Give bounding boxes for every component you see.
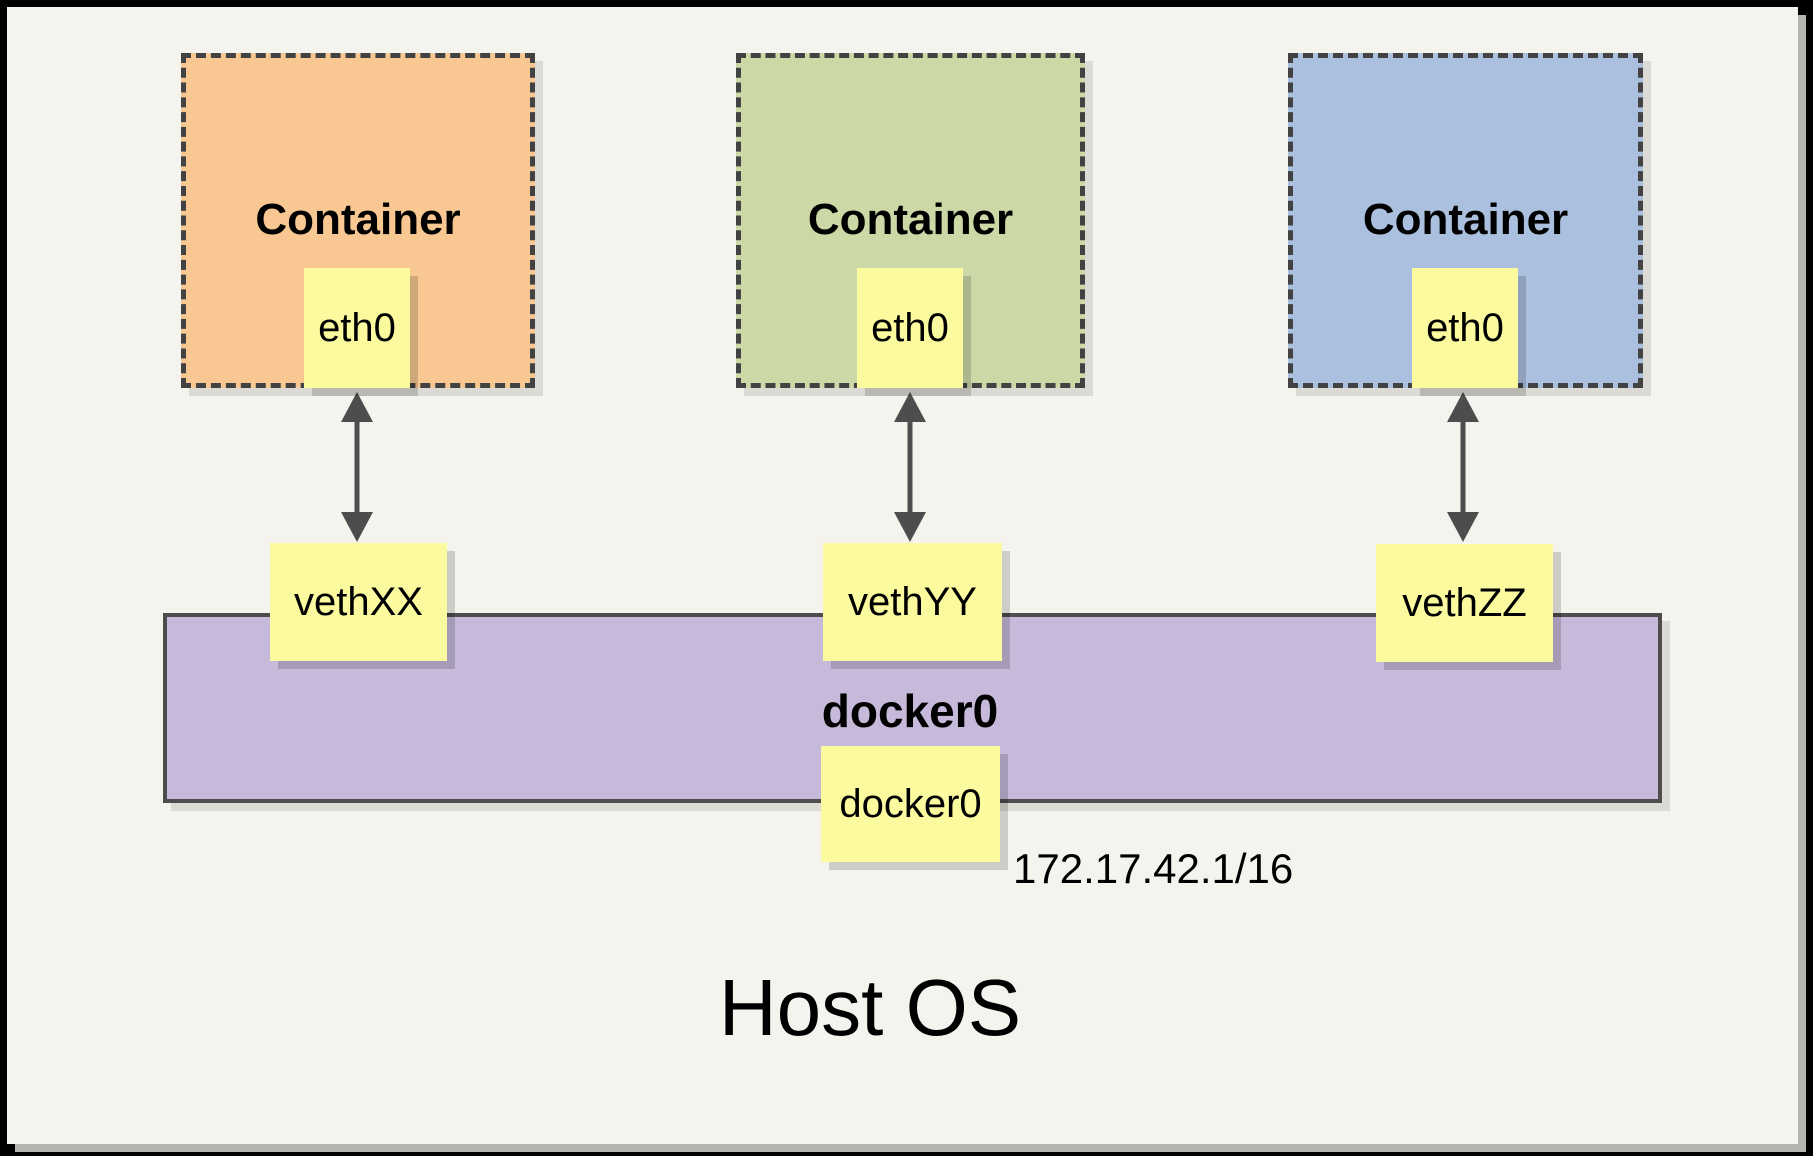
docker0-ip-address: 172.17.42.1/16	[1013, 845, 1294, 892]
vethyy-label: vethYY	[848, 579, 977, 624]
container-title: Container	[255, 195, 461, 244]
container-box-1: Container	[181, 53, 535, 388]
eth0-label: eth0	[871, 305, 949, 350]
vethzz-label: vethZZ	[1402, 580, 1527, 625]
eth0-note-container-2: eth0	[857, 268, 963, 388]
vethxx-note: vethXX	[270, 543, 447, 661]
double-arrow-connector-icon	[894, 392, 926, 542]
eth0-note-container-3: eth0	[1412, 268, 1518, 388]
vethyy-note: vethYY	[823, 543, 1002, 661]
docker0-interface-label: docker0	[839, 781, 982, 826]
host-os-title: Host OS	[718, 963, 1022, 1052]
double-arrow-connector-icon	[341, 392, 373, 542]
vethzz-note: vethZZ	[1376, 544, 1553, 662]
container-title: Container	[1362, 195, 1569, 244]
docker0-interface-note: docker0	[821, 746, 1000, 862]
container-title: Container	[807, 195, 1014, 244]
eth0-label: eth0	[318, 305, 396, 350]
docker0-bridge-label: docker0	[821, 685, 999, 737]
eth0-note-container-1: eth0	[304, 268, 410, 388]
eth0-label: eth0	[1426, 305, 1504, 350]
double-arrow-connector-icon	[1447, 392, 1479, 542]
vethxx-label: vethXX	[294, 579, 423, 624]
